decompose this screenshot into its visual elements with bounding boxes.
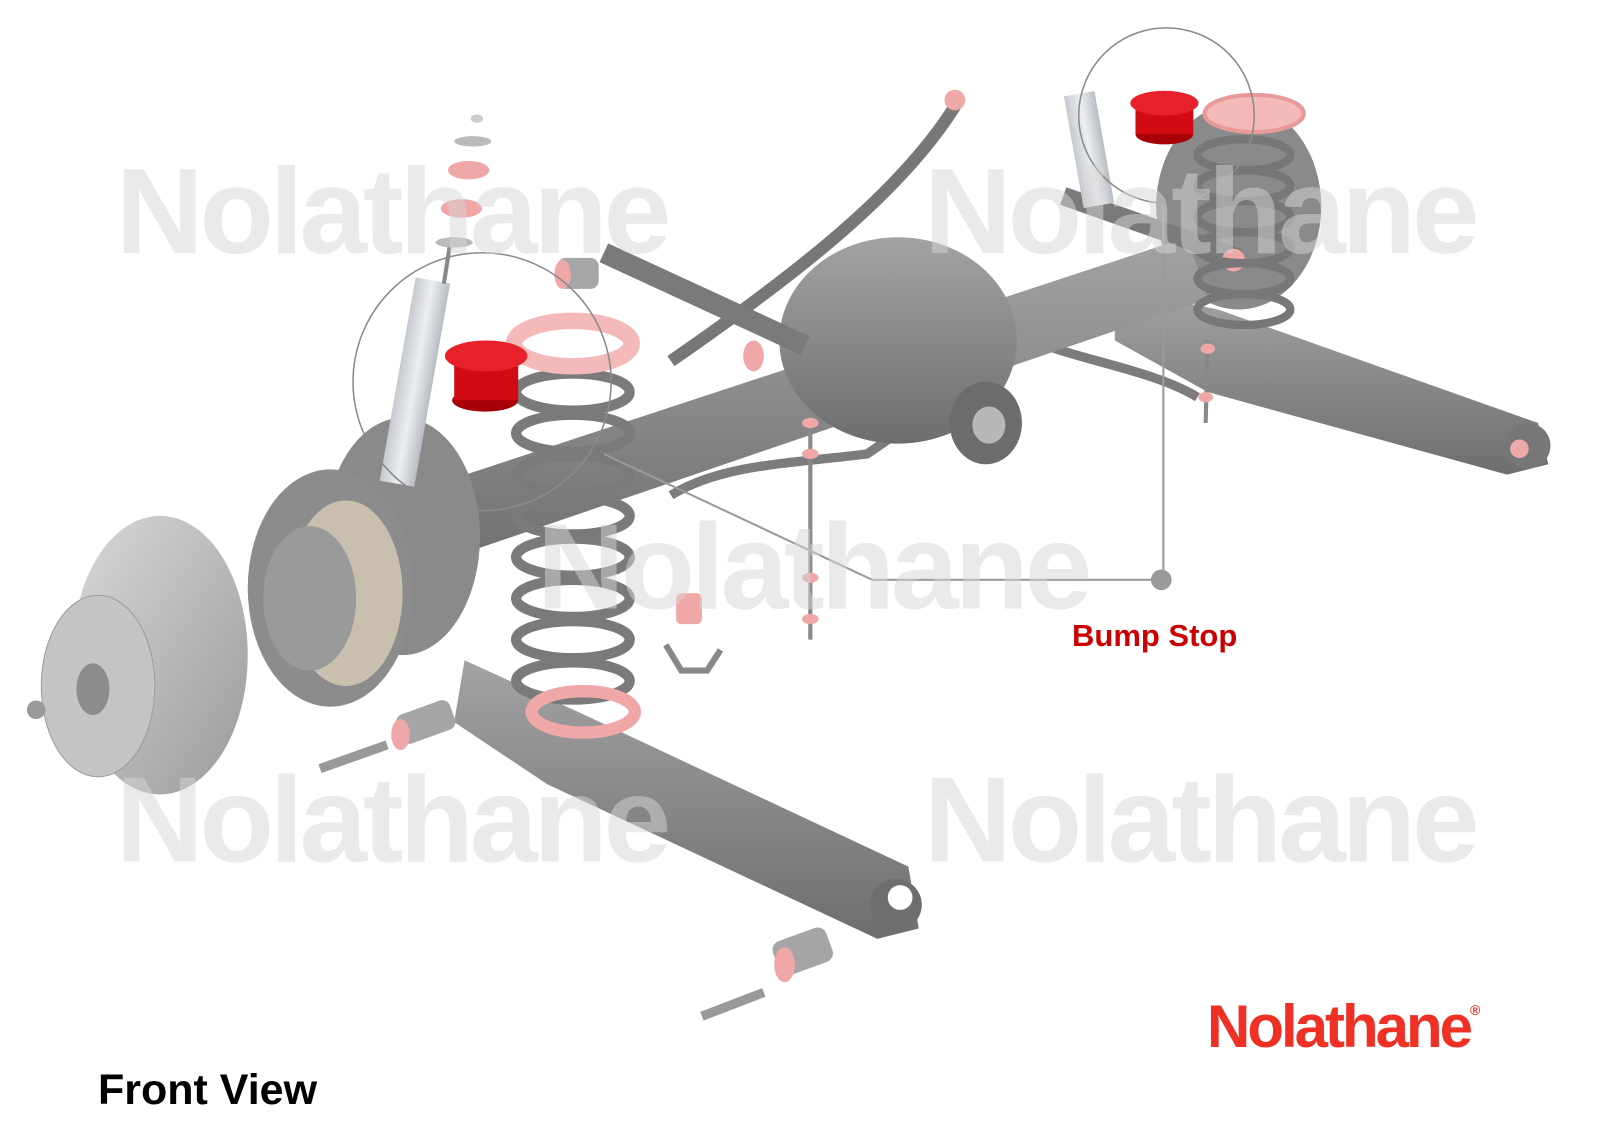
lower-link [599,243,810,355]
watermark: Nolathane Nolathane Nolathane Nolathane … [116,143,1480,888]
loose-bushings [318,340,1215,1021]
pinion-flange-center [972,406,1006,444]
callout-dot [1150,569,1172,591]
hub-center [76,663,110,715]
callout-leader [603,206,1165,581]
differential [779,237,1017,444]
watermark-text: Nolathane [924,751,1476,887]
callout-label-bump-stop: Bump Stop [1072,618,1238,653]
shock-absorber-left [379,277,451,487]
hub-nut [26,700,46,720]
watermark-text: Nolathane [924,143,1476,279]
shock-bushings [435,114,492,248]
bushing [743,340,764,372]
registered-mark: ® [1470,1002,1481,1018]
bump-stop-left [444,340,528,412]
arm-eye-hole [887,885,913,910]
shock-absorber-right [1063,91,1115,209]
upper-link [667,94,966,367]
coil-spring-left [510,368,635,705]
watermark-text: Nolathane [116,751,668,887]
brake-assembly [263,526,357,671]
bushing [1510,439,1529,459]
spring-insulator [505,312,640,375]
watermark-text: Nolathane [116,143,668,279]
brand-logo: Nolathane® [1207,992,1480,1061]
view-label: Front View [98,1066,318,1114]
coil-spring-right [1193,135,1295,330]
spring-insulator [525,685,642,739]
bushing [554,259,571,289]
bushing [944,89,966,111]
sway-bar [668,336,1035,500]
trailing-arm-right [1114,288,1549,475]
callout-circle [352,251,612,512]
logo-text: Nolathane [1207,993,1473,1060]
watermark-text: Nolathane [537,499,1089,635]
callout-circle [1077,27,1255,205]
bump-stop-right [1130,90,1199,145]
